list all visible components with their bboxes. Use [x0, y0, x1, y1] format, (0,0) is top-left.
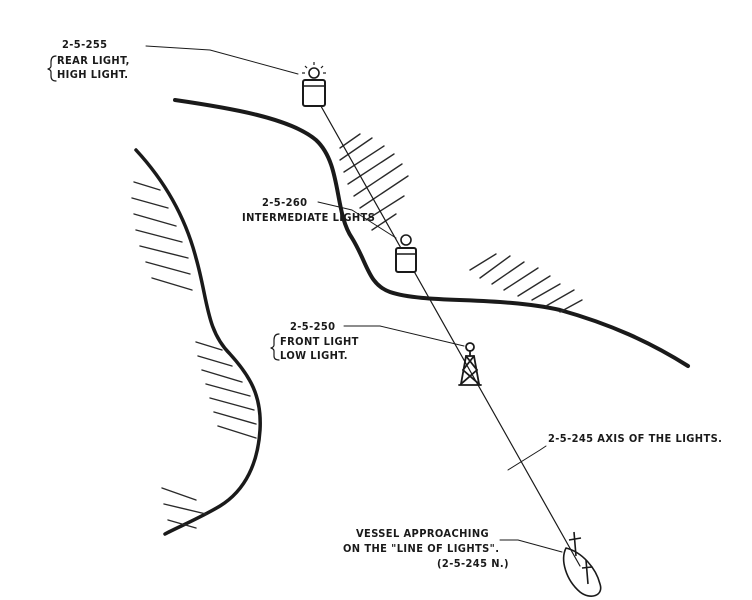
upper-shoreline [173, 98, 690, 368]
rear-light-label-line2: HIGH LIGHT. [57, 68, 128, 81]
vessel-icon [562, 531, 602, 597]
axis-leader [507, 445, 547, 471]
rear-light-icon [302, 62, 326, 107]
rear-light-leader [145, 45, 299, 75]
shore-hatching-upper [339, 133, 409, 231]
axis-label: 2-5-245 AXIS OF THE LIGHTS. [548, 432, 722, 445]
lower-shoreline [134, 148, 262, 536]
front-light-number: 2-5-250 [290, 320, 335, 333]
vessel-label-line1: VESSEL APPROACHING [356, 527, 489, 540]
front-light-tower-icon [458, 342, 482, 386]
front-light-leader [343, 325, 465, 347]
vessel-leader [499, 539, 563, 553]
front-light-label-line2: LOW LIGHT. [280, 349, 348, 362]
rear-light-brace [47, 55, 57, 82]
front-light-label-line1: FRONT LIGHT [280, 335, 359, 348]
intermediate-light-icon [395, 234, 417, 273]
intermediate-light-number: 2-5-260 [262, 196, 307, 209]
vessel-label-line2: ON THE "LINE OF LIGHTS". [343, 542, 499, 555]
shore-hatching-left [131, 181, 257, 529]
rear-light-label-line1: REAR LIGHT, [57, 54, 130, 67]
intermediate-light-label: INTERMEDIATE LIGHTS [242, 211, 375, 224]
axis-of-lights-line [312, 91, 581, 567]
shore-hatching-right [469, 253, 583, 313]
leader-lines [145, 45, 563, 553]
vessel-label-line3: (2-5-245 N.) [437, 557, 509, 570]
rear-light-number: 2-5-255 [62, 38, 107, 51]
front-light-brace [270, 333, 280, 361]
intermediate-light-leader [317, 201, 397, 239]
